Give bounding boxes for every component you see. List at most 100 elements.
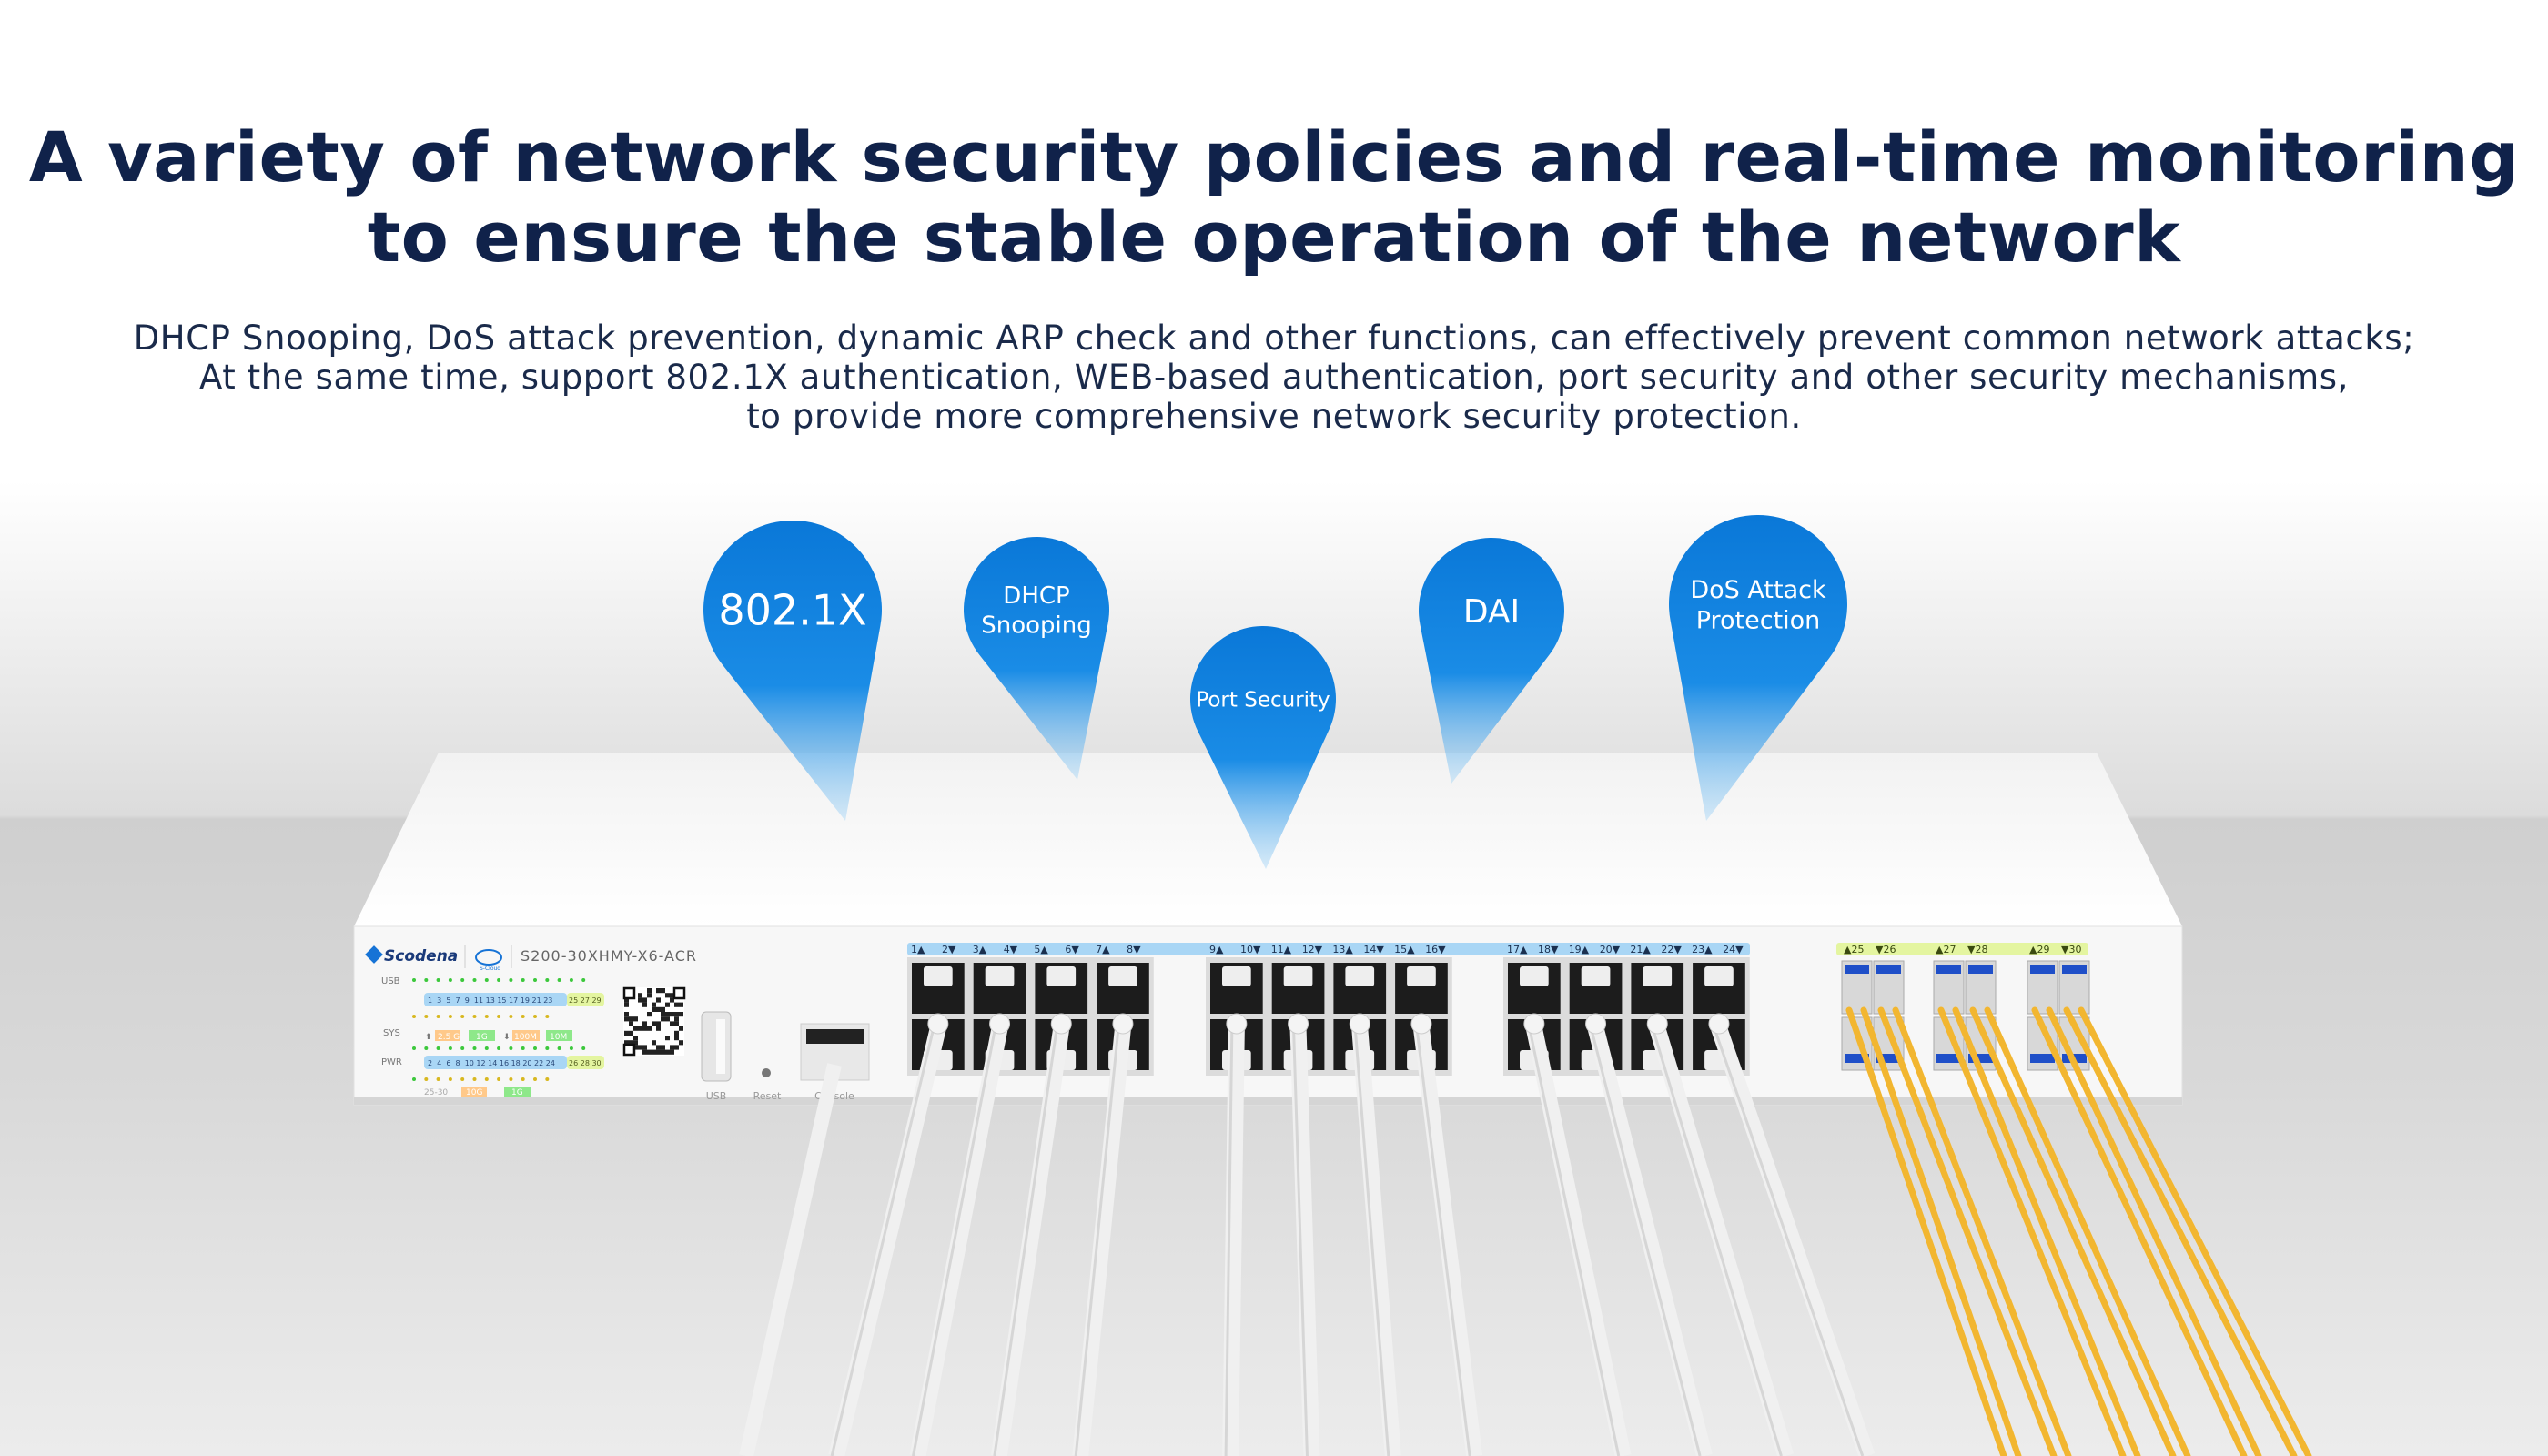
reset-button[interactable] bbox=[762, 1068, 771, 1077]
status-led bbox=[509, 978, 513, 982]
port-label: 10▼ bbox=[1240, 944, 1261, 956]
rj45-port[interactable] bbox=[1631, 963, 1684, 1014]
sfp-port[interactable] bbox=[1841, 960, 1873, 1015]
location-pin-icon bbox=[1189, 625, 1336, 869]
port-label: 15▲ bbox=[1394, 944, 1415, 956]
status-led bbox=[545, 1015, 550, 1018]
ethernet-cable bbox=[1526, 1026, 1632, 1456]
headline-line-1: A variety of network security policies a… bbox=[28, 116, 2520, 197]
port-label: 19▲ bbox=[1569, 944, 1590, 956]
feature-label: DoS Attack bbox=[1690, 576, 1826, 604]
usb-label: USB bbox=[706, 1090, 727, 1102]
status-led bbox=[448, 978, 452, 982]
status-led bbox=[533, 1046, 537, 1050]
console-cable bbox=[739, 1063, 842, 1456]
rj45-port[interactable] bbox=[973, 963, 1026, 1014]
port-label: 11▲ bbox=[1271, 944, 1292, 956]
sfp-port[interactable] bbox=[2027, 960, 2058, 1015]
description-line-3: to provide more comprehensive network se… bbox=[746, 397, 1802, 436]
location-pin-icon bbox=[1669, 515, 1847, 821]
status-led bbox=[521, 978, 525, 982]
sfp-port[interactable] bbox=[1933, 960, 1965, 1015]
ethernet-cable bbox=[909, 1026, 1008, 1456]
feature-label: Protection bbox=[1696, 607, 1821, 635]
cloud-label: S-Cloud bbox=[480, 966, 500, 972]
status-led bbox=[412, 1077, 416, 1081]
fiber-cable bbox=[1860, 1006, 2022, 1456]
copper-port-label-strip bbox=[907, 943, 1750, 956]
status-led bbox=[545, 1077, 550, 1081]
status-led bbox=[412, 1046, 416, 1050]
sfp-label: ▼28 bbox=[1967, 944, 1987, 956]
status-led bbox=[424, 1046, 429, 1050]
rj45-port[interactable] bbox=[1097, 963, 1149, 1014]
pin-802-1x: 802.1X bbox=[703, 520, 882, 821]
feature-label: 802.1X bbox=[718, 586, 866, 635]
sfp-label: ▲25 bbox=[1844, 944, 1864, 956]
pin-port-security: Port Security bbox=[1189, 625, 1336, 869]
brand-name: Scodena bbox=[384, 947, 458, 966]
status-led bbox=[484, 1077, 489, 1081]
rj45-port[interactable] bbox=[1569, 963, 1623, 1014]
status-led bbox=[424, 1015, 429, 1018]
rj45-port[interactable] bbox=[1395, 963, 1448, 1014]
cables bbox=[739, 1006, 2312, 1456]
status-led bbox=[509, 1077, 513, 1081]
led-label-usb: USB bbox=[381, 976, 400, 986]
status-led bbox=[497, 1015, 501, 1018]
status-led bbox=[533, 1077, 537, 1081]
status-led bbox=[472, 1046, 477, 1050]
led-label-sys: SYS bbox=[383, 1028, 400, 1038]
rj45-port[interactable] bbox=[1210, 963, 1263, 1014]
fiber-cable bbox=[1952, 1006, 2141, 1456]
fiber-cable bbox=[1845, 1006, 2007, 1456]
down-arrow-icon: ⬇ bbox=[503, 1033, 511, 1042]
status-led bbox=[569, 978, 573, 982]
status-led bbox=[484, 1046, 489, 1050]
sfp-label: ▼30 bbox=[2061, 944, 2081, 956]
status-led bbox=[472, 1015, 477, 1018]
rj45-port[interactable] bbox=[1271, 963, 1325, 1014]
sfp-port[interactable] bbox=[1965, 960, 1997, 1015]
even-port-leds: 2 4 6 8 10 12 14 16 18 20 22 24 bbox=[428, 1059, 555, 1067]
feature-label: DHCP bbox=[1003, 582, 1069, 610]
port-label: 23▲ bbox=[1692, 944, 1713, 956]
ethernet-cable bbox=[990, 1026, 1070, 1456]
status-led bbox=[533, 978, 537, 982]
port-label: 3▲ bbox=[973, 944, 987, 956]
port-label: 4▼ bbox=[1004, 944, 1018, 956]
rj45-port[interactable] bbox=[912, 963, 965, 1014]
status-led bbox=[521, 1046, 525, 1050]
sfp-label: ▼26 bbox=[1876, 944, 1896, 956]
fiber-cable bbox=[2078, 1006, 2312, 1456]
ethernet-cable bbox=[1072, 1027, 1131, 1456]
feature-label: Port Security bbox=[1196, 688, 1330, 712]
port-label: 16▼ bbox=[1425, 944, 1446, 956]
sfp-port[interactable] bbox=[1873, 960, 1905, 1015]
fiber-cable bbox=[2046, 1006, 2262, 1456]
odd-sfp-leds: 25 27 29 bbox=[569, 996, 602, 1005]
port-label: 9▲ bbox=[1209, 944, 1224, 956]
port-label: 7▲ bbox=[1096, 944, 1110, 956]
headline-line-2: to ensure the stable operation of the ne… bbox=[367, 197, 2181, 278]
rj45-port[interactable] bbox=[1508, 963, 1561, 1014]
port-label: 8▼ bbox=[1127, 944, 1141, 956]
status-led bbox=[497, 1046, 501, 1050]
fiber-cable bbox=[2031, 1006, 2248, 1456]
rj45-port[interactable] bbox=[1333, 963, 1387, 1014]
port-label: 1▲ bbox=[911, 944, 925, 956]
switch-bottom-edge bbox=[354, 1097, 2182, 1105]
s-cloud-logo: S-Cloud bbox=[475, 949, 502, 972]
status-led bbox=[436, 1046, 440, 1050]
port-label: 13▲ bbox=[1332, 944, 1353, 956]
fiber-cable bbox=[2063, 1006, 2298, 1456]
rj45-port[interactable] bbox=[1035, 963, 1088, 1014]
status-led bbox=[460, 1046, 465, 1050]
sfp-port[interactable] bbox=[2058, 960, 2090, 1015]
port-label: 20▼ bbox=[1600, 944, 1621, 956]
rj45-port[interactable] bbox=[1693, 963, 1745, 1014]
status-led bbox=[460, 1015, 465, 1018]
